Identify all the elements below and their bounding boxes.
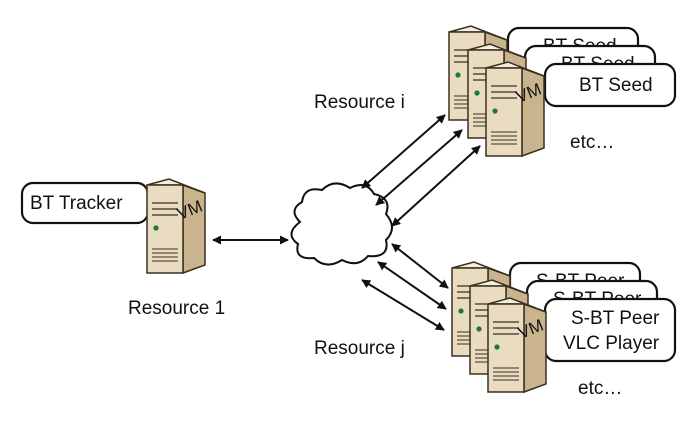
peer-group: Resource j S-BT Peer S-BT Peer S-BT Peer… xyxy=(314,261,677,399)
seed-card xyxy=(543,62,677,108)
peer-server-icon xyxy=(487,297,547,393)
double-arrow-icon xyxy=(391,145,481,227)
peer-card-label: S-BT Peer xyxy=(571,308,660,329)
peer-etc-label: etc… xyxy=(578,378,622,399)
double-arrow-icon xyxy=(375,129,463,206)
tracker-server-icon xyxy=(146,178,206,274)
double-arrow-icon xyxy=(377,261,447,310)
seed-group: Resource i BT Seed BT Seed BT Seed VM VM… xyxy=(314,25,677,157)
tracker-card-label: BT Tracker xyxy=(30,193,123,214)
resource-j-label: Resource j xyxy=(314,338,405,359)
tracker-group: BT Tracker VM Resource 1 xyxy=(20,178,225,319)
seed-etc-label: etc… xyxy=(570,132,614,153)
connections xyxy=(212,114,481,331)
resource-i-label: Resource i xyxy=(314,92,405,113)
double-arrow-icon xyxy=(391,243,449,289)
seed-server-icon xyxy=(485,61,545,157)
seed-card-label: BT Seed xyxy=(579,75,653,96)
cloud-icon xyxy=(290,182,393,266)
double-arrow-icon xyxy=(361,114,446,189)
peer-card-label: VLC Player xyxy=(563,333,660,354)
resource-1-label: Resource 1 xyxy=(128,298,225,319)
double-arrow-icon xyxy=(361,279,445,331)
